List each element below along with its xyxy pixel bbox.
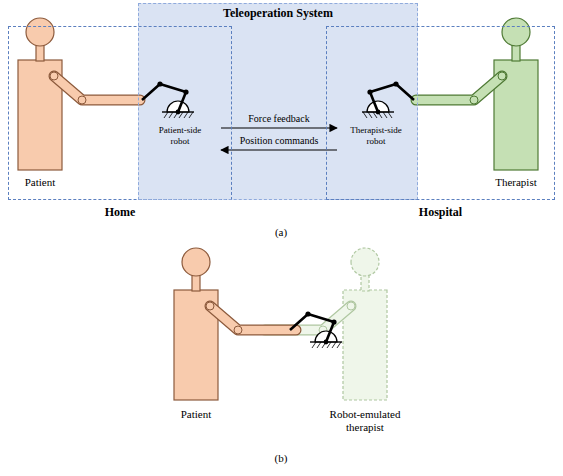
figure-label: Patient	[161, 408, 231, 421]
panel-label: (a)	[261, 226, 301, 239]
teleoperation-fill	[138, 3, 418, 200]
region-box: Home	[8, 26, 232, 200]
system-title: Teleoperation System	[223, 6, 333, 20]
arrow-label: Force feedback	[246, 113, 311, 125]
therapist-figure	[416, 18, 538, 170]
robot-arm	[290, 311, 342, 348]
region-label: Home	[105, 205, 136, 219]
robot-label: Patient-side robot	[149, 125, 211, 147]
signal-arrow	[221, 127, 337, 128]
arrow-label: Position commands	[238, 135, 321, 147]
robot-arm	[362, 81, 414, 118]
figure-label: Patient	[5, 176, 75, 189]
patient-figure	[174, 248, 296, 400]
robot-arm	[142, 81, 194, 118]
panel-label: (b)	[261, 452, 301, 465]
robot-node: Therapist-side robot	[337, 69, 417, 151]
signal-arrow	[221, 149, 337, 150]
region-box: Hospital	[326, 26, 555, 200]
patient-figure	[18, 18, 140, 170]
robot-node: Patient-side robot	[141, 69, 221, 151]
region-label: Hospital	[419, 205, 462, 219]
robot-label: Therapist-side robot	[345, 125, 407, 147]
figure-label: Therapist	[476, 176, 556, 189]
ghost-therapist	[265, 248, 387, 400]
figure-label: Robot-emulated therapist	[317, 408, 413, 434]
system-box: Teleoperation SystemPatient-side robot Th…	[138, 3, 418, 200]
